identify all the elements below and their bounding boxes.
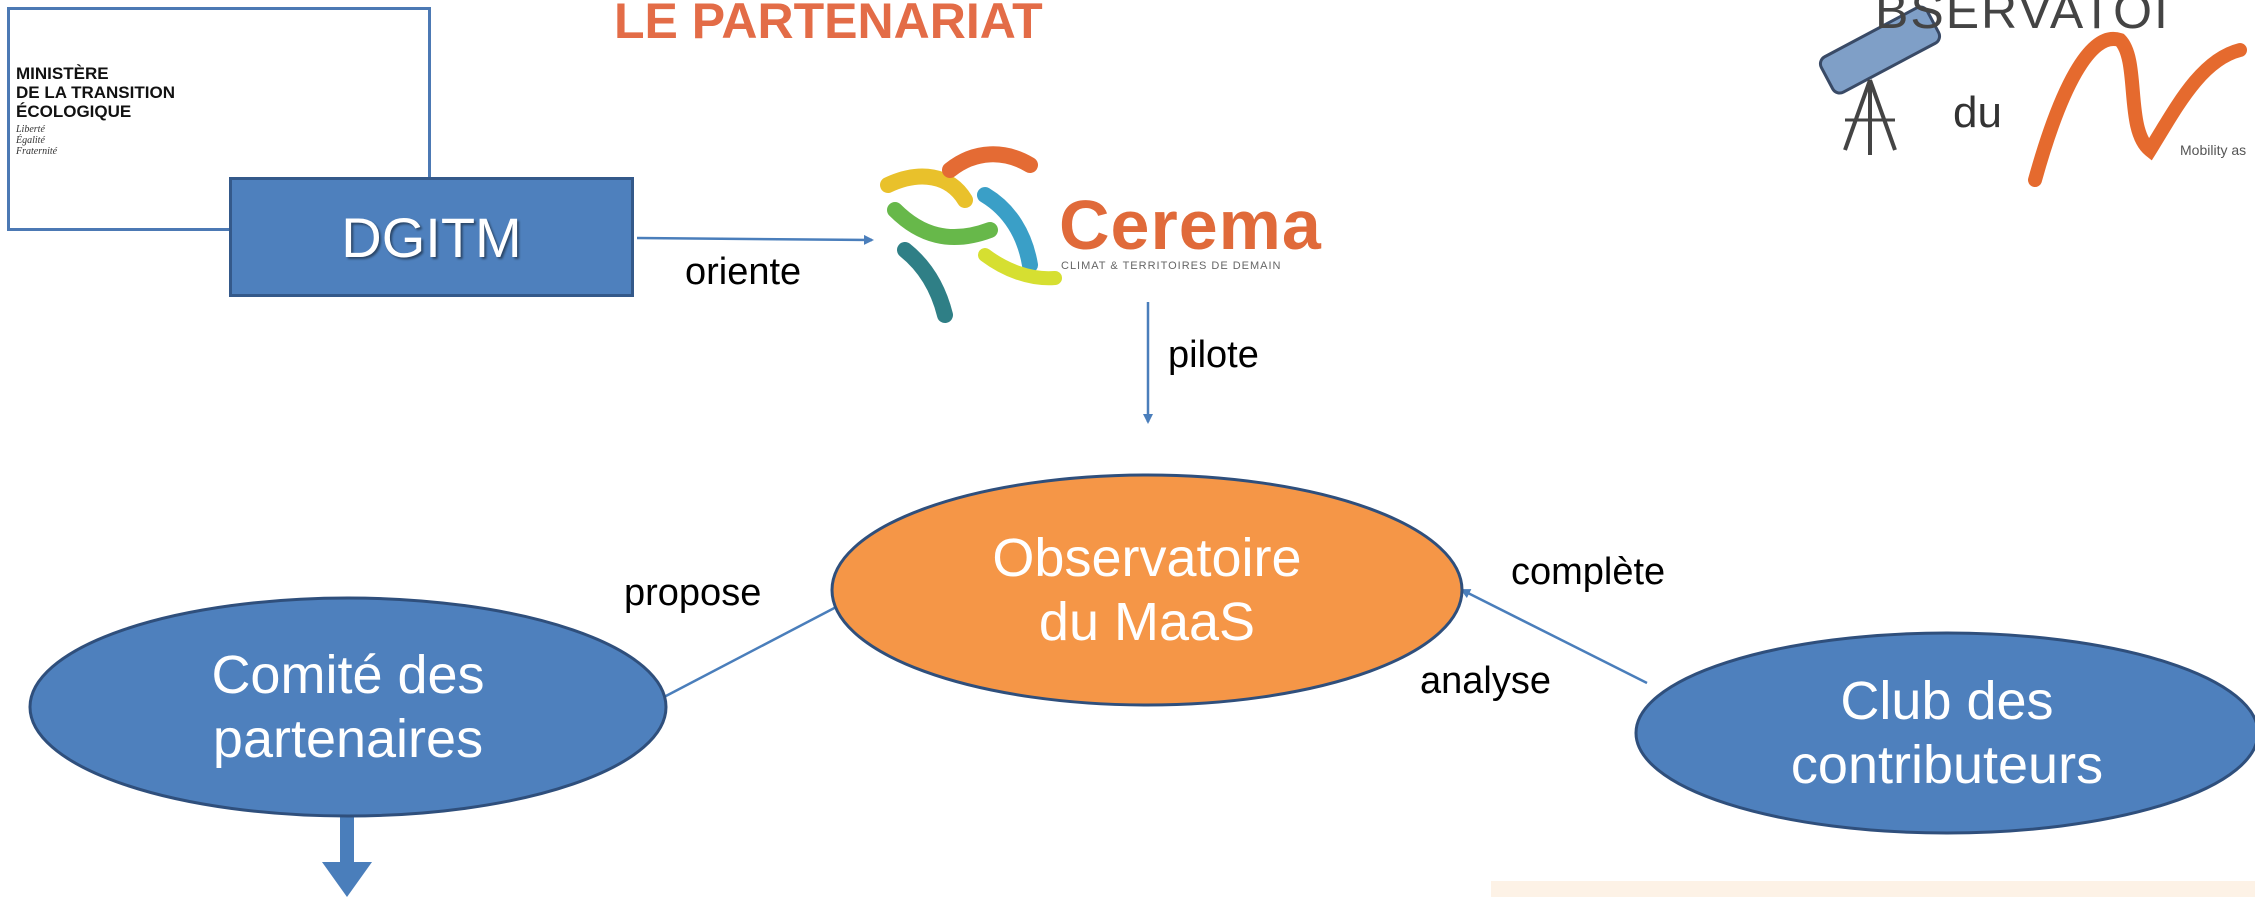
node-club-label: Club des contributeurs [1790,671,2104,795]
ministry-motto: Liberté Égalité Fraternité [16,124,58,157]
node-comite-label: Comité des partenaires [211,645,485,769]
ministry-name: MINISTÈRE DE LA TRANSITION ÉCOLOGIQUE [16,64,175,121]
arrow-down-thick [322,816,372,897]
arrow-propose [663,602,844,699]
background-panel [1491,881,2255,897]
edge-label-propose: propose [624,572,762,614]
cerema-mark-icon [880,146,1062,323]
node-club-shape [1634,631,2255,835]
edge-label-pilote: pilote [1168,334,1259,376]
arrow-complete [1460,588,1648,685]
node-comite-shape [28,596,668,818]
node-observatoire-shape [830,473,1464,707]
telescope-icon [1818,5,1942,155]
edge-label-analyse: analyse [1420,660,1551,702]
page-title: LE PARTENARIAT [614,0,1043,49]
node-dgitm: DGITM [229,177,634,297]
observatoire-logo-tagline: Mobility as [2180,142,2247,158]
observatoire-logo-du: du [1953,88,2002,137]
cerema-tagline: CLIMAT & TERRITOIRES DE DEMAIN [1061,260,1282,272]
maas-m-glyph [2028,31,2247,187]
arrow-oriente [636,234,874,245]
node-observatoire-label: Observatoire du MaaS [992,528,1302,652]
edge-label-oriente: oriente [685,251,802,293]
edge-label-complete: complète [1511,551,1666,593]
observatoire-logo-title: BSERVATOI [1875,0,2170,39]
cerema-logo-text: Cerema [1059,186,1322,264]
